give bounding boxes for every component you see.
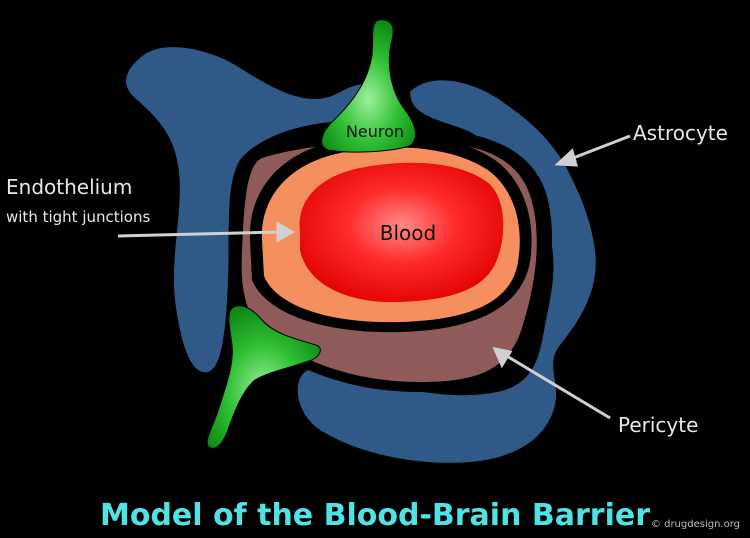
astrocyte-left-shape — [126, 47, 401, 373]
diagram-title: Model of the Blood-Brain Barrier — [100, 498, 650, 533]
blood-shape — [299, 162, 504, 303]
neuron-label: Neuron — [346, 122, 404, 141]
neuron-top-shape — [321, 19, 416, 153]
endothelium-label: Endothelium — [6, 175, 132, 199]
astrocyte-arrow — [554, 134, 631, 167]
blood-label: Blood — [380, 221, 436, 245]
pericyte-arrow — [492, 346, 611, 420]
neuron-bottom-shape — [206, 305, 321, 449]
endothelium-sublabel: with tight junctions — [6, 208, 150, 226]
credit-text: © drugdesign.org — [651, 519, 740, 530]
astrocyte-right-shape — [297, 80, 596, 463]
pericyte-label: Pericyte — [618, 413, 698, 437]
endothelium-arrow — [117, 221, 296, 243]
astrocyte-label: Astrocyte — [633, 121, 728, 145]
